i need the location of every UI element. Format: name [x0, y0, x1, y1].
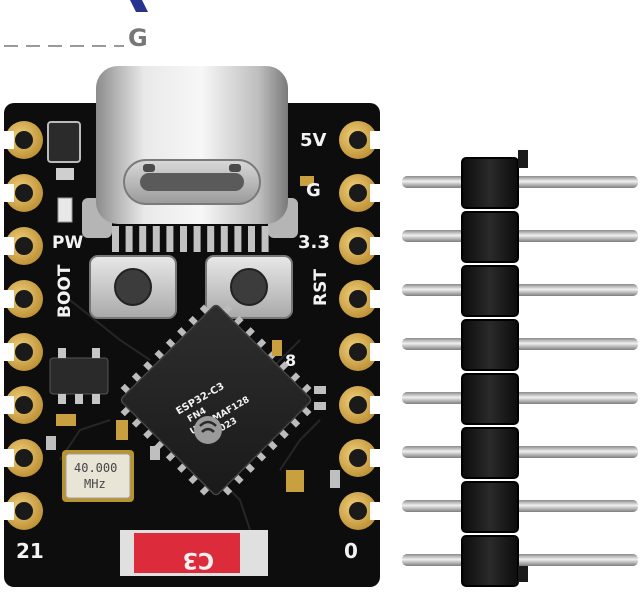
smd-transistor: [47, 121, 81, 163]
smd-cap-top-right: [300, 176, 314, 186]
pin-pad: [4, 333, 43, 371]
pin-pad: [4, 227, 43, 265]
usb-c-hole-right: [229, 164, 241, 172]
label-pin-0: 0: [344, 539, 358, 563]
header-pin: [402, 500, 638, 512]
usb-c-connector: [82, 66, 298, 252]
pin-pad: [4, 121, 43, 159]
pin-pad: [339, 121, 380, 159]
left-pin-pads: [4, 121, 43, 530]
header-plastic-block: [461, 265, 519, 317]
usb-solder-pin: [248, 226, 255, 252]
pin-pad: [4, 280, 43, 318]
usb-solder-pin: [112, 226, 119, 252]
pin-header-strip: [402, 150, 638, 587]
pin-pad: [339, 280, 380, 318]
usb-solder-pin: [220, 226, 228, 252]
pin-pad: [4, 386, 43, 424]
antenna-label-c3: C3: [183, 547, 214, 572]
header-plastic-block: [461, 481, 519, 533]
passive-components: [46, 340, 340, 492]
pin-pad: [339, 439, 380, 477]
usb-solder-pin: [193, 226, 201, 252]
pin-pad: [339, 492, 380, 530]
header-plastic-block: [461, 319, 519, 371]
usb-solder-pin: [261, 226, 269, 252]
usb-c-solder-pins: [112, 226, 269, 252]
header-plastic-block: [461, 373, 519, 425]
reset-button: [205, 255, 293, 319]
pin-pad: [339, 333, 380, 371]
usb-solder-pin: [152, 226, 160, 252]
pin-pad: [4, 174, 43, 212]
smd-resistor: [56, 168, 74, 180]
voltage-regulator: [49, 357, 109, 395]
usb-solder-pin: [207, 226, 215, 252]
label-rst: RST: [311, 269, 331, 306]
pin-pad: [4, 439, 43, 477]
smd-cap-left-a: [56, 414, 76, 426]
usb-solder-pin: [125, 226, 133, 252]
header-plastic-block: [461, 211, 519, 263]
header-pin: [402, 338, 638, 350]
crystal-oscillator: 40.000 MHz: [62, 450, 134, 502]
label-5v: 5V: [300, 130, 327, 151]
regulator-leads: [58, 348, 100, 404]
pin-pad: [339, 386, 380, 424]
header-pin: [402, 554, 638, 566]
smd-cap-left-b: [116, 420, 128, 440]
usb-c-hole-left: [143, 164, 155, 172]
header-plastic-block: [461, 427, 519, 479]
watermark-accent-mark: [130, 0, 148, 12]
header-tab-top: [518, 150, 528, 168]
esp32-c3-chip: ESP32-C3 FN4 UE02MAF128 232023: [120, 304, 312, 496]
usb-solder-pin: [139, 226, 147, 252]
header-plastic-block: [461, 157, 519, 209]
header-pin: [402, 230, 638, 242]
header-plastic-block: [461, 535, 519, 587]
usb-solder-pin: [180, 226, 187, 252]
label-pin-21: 21: [16, 539, 44, 563]
label-boot: BOOT: [55, 264, 75, 318]
usb-c-tongue: [140, 173, 244, 191]
header-tab-bottom: [518, 566, 528, 582]
header-pin: [402, 176, 638, 188]
pin-pad: [4, 492, 43, 530]
label-pw: PW: [52, 233, 83, 253]
label-3v3: 3.3: [298, 232, 330, 253]
header-pin: [402, 446, 638, 458]
watermark-letter: G: [128, 24, 148, 52]
header-pin: [402, 392, 638, 404]
right-pin-pads: [339, 121, 380, 530]
header-pin: [402, 284, 638, 296]
usb-solder-pin: [166, 226, 174, 252]
esp32-c3-board: 5V G 3.3 RST PW BOOT 8 21 0 E: [4, 66, 380, 587]
pin-pad: [339, 227, 380, 265]
watermark: G: [4, 0, 148, 52]
crystal-frequency: 40.000: [74, 461, 117, 475]
crystal-unit: MHz: [84, 477, 106, 491]
label-pin-8: 8: [285, 351, 296, 370]
boot-button: [89, 255, 177, 319]
ceramic-antenna: C3: [120, 530, 268, 576]
label-gnd: G: [306, 180, 321, 201]
power-led: [57, 197, 73, 223]
pin-pad: [339, 174, 380, 212]
usb-solder-pin: [234, 226, 242, 252]
